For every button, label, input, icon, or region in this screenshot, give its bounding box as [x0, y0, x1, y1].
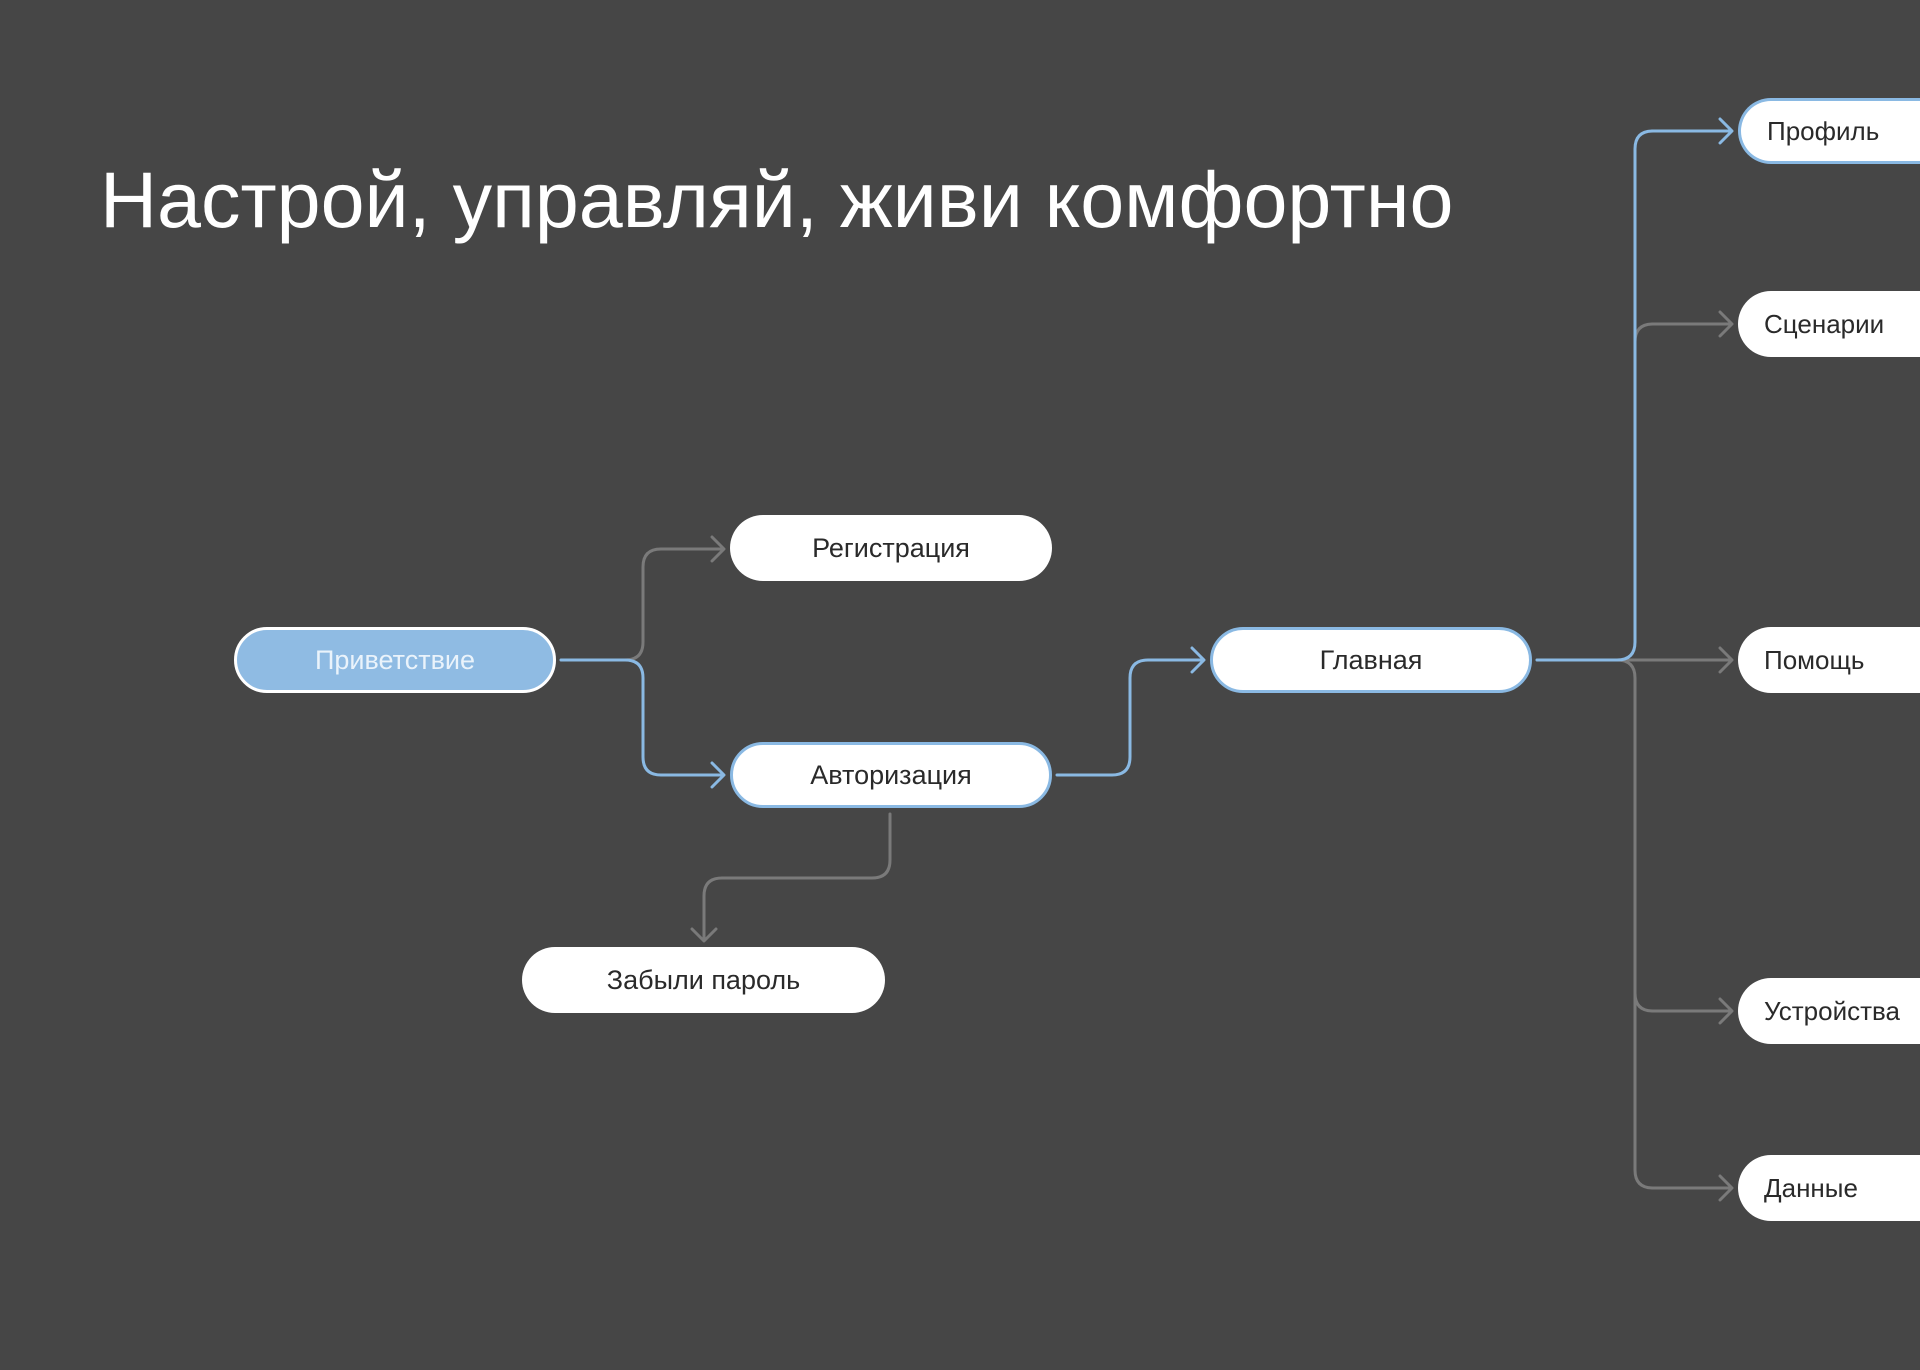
- node-profile[interactable]: Профиль: [1738, 98, 1920, 164]
- connector-main-data: [1633, 991, 1734, 1202]
- connector-welcome-registration: [559, 535, 726, 662]
- node-forgot-password[interactable]: Забыли пароль: [522, 947, 885, 1013]
- node-help[interactable]: Помощь: [1738, 627, 1920, 693]
- connector-main-devices: [1615, 658, 1734, 1025]
- connector-main-profile: [1535, 117, 1734, 662]
- node-devices[interactable]: Устройства: [1738, 978, 1920, 1044]
- connector-welcome-authorization: [559, 658, 726, 789]
- node-authorization[interactable]: Авторизация: [730, 742, 1052, 808]
- node-welcome[interactable]: Приветствие: [234, 627, 556, 693]
- page-title: Настрой, управляй, живи комфортно: [100, 155, 1454, 244]
- node-data[interactable]: Данные: [1738, 1155, 1920, 1221]
- connector-main-scenarios: [1633, 310, 1734, 644]
- connector-authorization-forgot: [690, 812, 892, 943]
- node-registration[interactable]: Регистрация: [730, 515, 1052, 581]
- node-scenarios[interactable]: Сценарии: [1738, 291, 1920, 357]
- connector-authorization-main: [1055, 646, 1206, 777]
- node-main[interactable]: Главная: [1210, 627, 1532, 693]
